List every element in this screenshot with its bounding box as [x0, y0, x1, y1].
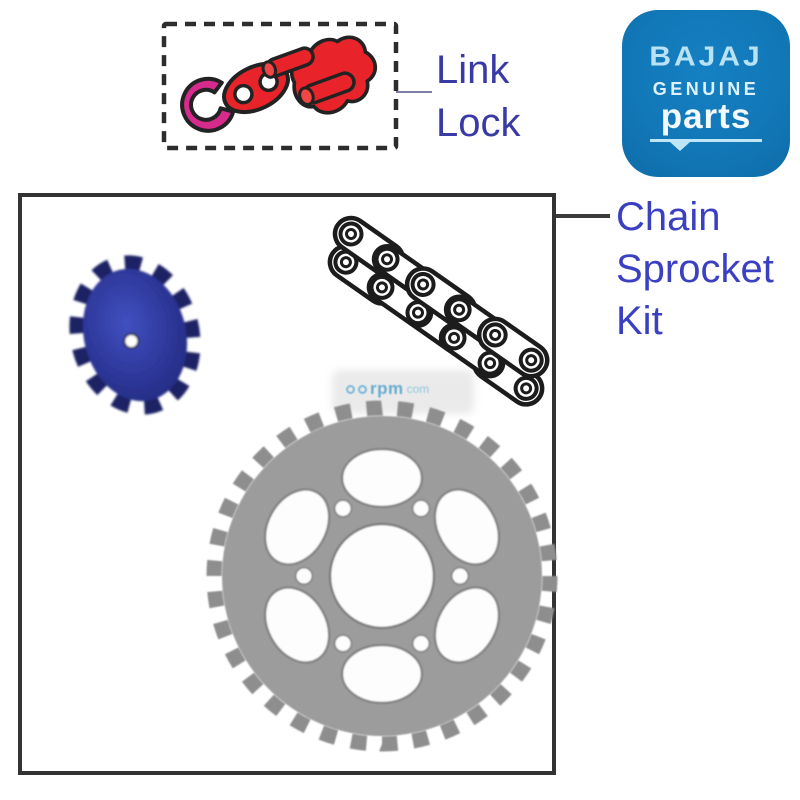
- chain-rollers-back: [333, 249, 539, 401]
- bajaj-underline: [650, 138, 762, 154]
- chain-kit-leader-line: [556, 214, 610, 218]
- front-sprocket-hole: [123, 333, 140, 350]
- link-lock-illustration: [161, 21, 399, 151]
- front-sprocket-body: [69, 255, 201, 415]
- rear-sprocket-icon: [206, 400, 558, 752]
- chain-kit-label-line1: Chain: [616, 195, 721, 239]
- master-link-icon: [261, 35, 378, 115]
- master-link-pin-lower: [298, 71, 356, 106]
- link-lock-label-line1: Link: [436, 48, 510, 92]
- chain-kit-label-line3: Kit: [616, 299, 663, 343]
- bajaj-parts-text: parts: [660, 97, 752, 136]
- front-sprocket-icon: [69, 255, 201, 415]
- double-circle-icon: [346, 384, 355, 394]
- bajaj-genuine-text: GENUINE: [652, 79, 760, 99]
- watermark-name: rpm: [370, 379, 404, 398]
- chain-kit-label-line2: Sprocket: [616, 247, 774, 291]
- bajaj-logo-badge: BAJAJ GENUINE parts: [622, 10, 790, 177]
- c-clip-icon: [180, 76, 236, 133]
- rear-sprocket-bore: [328, 522, 436, 630]
- bajaj-brand-text: BAJAJ: [649, 41, 763, 73]
- rear-sprocket-cutouts: [263, 447, 501, 705]
- link-lock-label-line2: Lock: [436, 101, 521, 145]
- chain-rollers-front: [338, 221, 544, 373]
- watermark-tld: com: [406, 382, 430, 396]
- double-circle-icon: [358, 384, 367, 394]
- chain-kit-label: Chain Sprocket Kit: [616, 191, 774, 347]
- link-lock-label: Link Lock: [436, 44, 521, 150]
- down-arrow-icon: [670, 141, 690, 151]
- dashed-border: [161, 21, 399, 151]
- rear-sprocket-bolt-holes: [294, 499, 470, 653]
- chain-links: [327, 215, 550, 407]
- chain-icon: [327, 215, 550, 407]
- master-link-pin-upper: [261, 46, 315, 79]
- link-lock-box: [161, 21, 399, 151]
- rear-sprocket-body: [206, 400, 558, 752]
- watermark: rpm com: [346, 379, 429, 399]
- link-lock-leader-line: [396, 91, 432, 93]
